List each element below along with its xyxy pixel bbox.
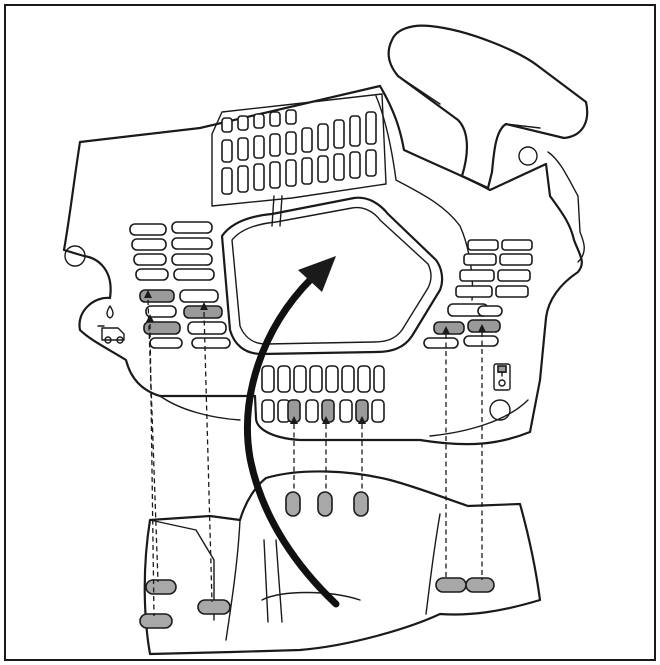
top-vent-slots [221,109,377,195]
base-part-outline [143,470,542,656]
top-handle [387,24,589,190]
cover-rib-right [547,151,585,263]
cover-lower-ridge [159,395,529,437]
diagram-border [4,4,656,661]
base-left-flange [149,519,215,621]
alignment-lines [144,290,486,617]
left-vent-grille [129,221,231,349]
lower-vent-grille [261,365,385,423]
cover-body-outline [62,84,583,446]
base-pegs [139,491,495,629]
mount-hole-left [64,245,86,267]
rotation-arrow-icon [244,256,340,608]
mount-hole-right-upper [518,146,538,166]
center-recess-outer [220,196,444,356]
choke-lever-symbol-icon [493,363,511,391]
top-vent-frame [211,93,387,207]
cover-inner-ridge [375,95,474,301]
fuel-oil-symbol-icon [97,305,125,344]
right-vent-grille [423,239,533,349]
handle-grip-edge [397,75,541,129]
base-center-post [261,539,361,623]
mount-hole-right-lower [489,399,511,421]
center-recess-inner [231,206,432,345]
base-inner-ridge [225,513,441,641]
